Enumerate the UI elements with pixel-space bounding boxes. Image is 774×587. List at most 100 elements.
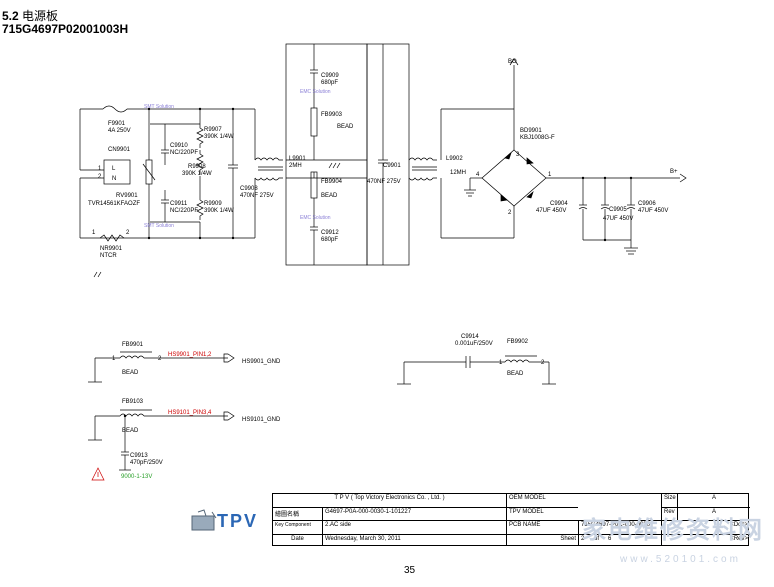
- page-number: 35: [404, 565, 416, 576]
- net-hs9101-pin: HS9101_PIN3,4: [168, 410, 212, 416]
- fb9902-ref: FB9902: [507, 339, 529, 345]
- r9908-value: 390K 1/4W: [182, 171, 212, 177]
- bd9901-ref: BD9901: [520, 128, 542, 134]
- part-number: 715G4697P02001003H: [2, 22, 129, 36]
- tb-date-label: Date: [273, 534, 322, 546]
- tb-sheet-value: 2: [578, 534, 592, 546]
- l9902-ref: L9902: [446, 156, 463, 162]
- bd-pin1: 1: [548, 172, 552, 178]
- rv9901-ref: RV9901: [116, 193, 138, 199]
- section-heading: 5.2 电源板: [2, 7, 58, 24]
- tb-rev-value: A: [677, 507, 750, 520]
- fb9903-value: BEAD: [337, 124, 354, 130]
- cn9901-pin2: 2: [98, 174, 102, 180]
- tb-oem-model-label: OEM MODEL: [506, 494, 578, 507]
- r9908-ref: R9908: [188, 164, 206, 170]
- cn9901-ref: CN9901: [108, 147, 131, 153]
- fb9103-ref: FB9103: [122, 399, 144, 405]
- bd-pin4: 4: [476, 172, 480, 178]
- r9907-value: 390K 1/4W: [204, 134, 234, 140]
- watermark-text: 家电维修资料网: [582, 517, 764, 544]
- tb-rev-placeholder: <Rev>: [661, 534, 750, 546]
- fb9901-pin2: 2: [158, 356, 162, 362]
- fb9902-value: BEAD: [507, 371, 524, 377]
- fb9904-ref: FB9904: [321, 179, 343, 185]
- tb-company: T P V ( Top Victory Electronics Co. , Lt…: [334, 495, 445, 501]
- emc-note-top: EMC Solution: [300, 89, 331, 95]
- tpv-logo-text: TPV: [217, 511, 259, 531]
- fb9901-value: BEAD: [122, 370, 139, 376]
- tb-size-value: A: [677, 494, 750, 507]
- tb-sheet-total: 6: [606, 534, 661, 546]
- nr9901-pin2: 2: [126, 230, 130, 236]
- c9909-value: 680pF: [321, 80, 338, 86]
- section-number: 5.2: [2, 9, 19, 23]
- watermark-url: www.520101.com: [620, 554, 741, 565]
- fb9903-ref: FB9903: [321, 112, 343, 118]
- c9911-ref: C9911: [170, 201, 188, 207]
- tb-sheet-label: Sheet: [506, 534, 578, 546]
- c9908-value: 470NF 275V: [240, 193, 274, 199]
- tb-sheet-of: of: [592, 534, 606, 546]
- c9912-value: 680pF: [321, 237, 338, 243]
- l9902-value: 12MH: [450, 170, 466, 176]
- nr9901-pin1: 1: [92, 230, 96, 236]
- tb-pcb-name-label: PCB NAME: [506, 520, 578, 534]
- c9910-value: NC/220PF: [170, 150, 198, 156]
- fb9103-value: BEAD: [122, 428, 139, 434]
- net-bplus: B+: [670, 169, 678, 175]
- tb-key-component-value: 2.AC side: [322, 520, 506, 534]
- fb9901-ref: FB9901: [122, 342, 144, 348]
- net-hs9901-gnd: HS9901_GND: [242, 359, 281, 365]
- net-hs9101-gnd: HS9101_GND: [242, 417, 281, 423]
- tb-drawing-label: 繪圖名稱: [273, 507, 322, 520]
- bd9901-value: KBJ1008G-F: [520, 135, 555, 141]
- c9905-value: 47UF 450V: [603, 216, 633, 222]
- tb-pcb-name-value: 715G4697-P0C-000-0030: [578, 520, 661, 534]
- f9901-value: 4A 250V: [108, 128, 131, 134]
- c9904-value: 47UF 450V: [536, 208, 566, 214]
- c9909-ref: C9909: [321, 73, 339, 79]
- c9905-ref: C9905: [609, 207, 627, 213]
- green-note: 9000-1-13V: [121, 474, 152, 480]
- bd-pin2: 2: [508, 210, 512, 216]
- r9907-ref: R9907: [204, 127, 222, 133]
- title-block: T P V ( Top Victory Electronics Co. , Lt…: [272, 493, 750, 546]
- r9909-value: 390K 1/4W: [204, 208, 234, 214]
- cn9901-l: L: [112, 166, 116, 172]
- c9906-ref: C9906: [638, 201, 656, 207]
- c9913-ref: C9913: [130, 453, 148, 459]
- f9901-ref: F9901: [108, 121, 126, 127]
- fb9902-pin2: 2: [541, 360, 545, 366]
- c9914-value: 0.001uF/250V: [455, 341, 493, 347]
- c9906-value: 47UF 450V: [638, 208, 668, 214]
- cn9901-pin1: 1: [98, 166, 102, 172]
- net-bo: BO: [508, 59, 517, 65]
- tb-drawing-value: G4697-P0A-000-0030-1-101227: [322, 507, 506, 520]
- nr9901-value: NTCR: [100, 253, 117, 259]
- bd-pin3: 3: [516, 152, 520, 158]
- c9910-ref: C9910: [170, 143, 188, 149]
- c9911-value: NC/220PF: [170, 208, 198, 214]
- tb-rev-label: Rev: [661, 507, 677, 520]
- tpv-logo: [190, 508, 272, 538]
- fb9904-value: BEAD: [321, 193, 338, 199]
- nr9901-ref: NR9901: [100, 246, 123, 252]
- l9901-value: 2MH: [289, 163, 302, 169]
- tb-key-component-label: Key Component: [273, 520, 322, 534]
- smt-note-bottom: SMT Solution: [144, 223, 174, 229]
- tb-size-label: Size: [661, 494, 677, 507]
- c9901-value: 470NF 275V: [367, 179, 401, 185]
- c9908-ref: C9908: [240, 186, 258, 192]
- c9901-ref: C9901: [383, 163, 401, 169]
- rv9901-value: TVR14561KFAOZF: [88, 201, 140, 207]
- tb-date-value: Wednesday, March 30, 2011: [322, 534, 506, 546]
- tb-doc-placeholder: <Doc>: [661, 520, 750, 534]
- c9914-ref: C9914: [461, 334, 479, 340]
- c9904-ref: C9904: [550, 201, 568, 207]
- l9901-ref: L9901: [289, 156, 306, 162]
- c9913-value: 470pF/250V: [130, 460, 163, 466]
- fb9901-pin1: 1: [112, 356, 116, 362]
- r9909-ref: R9909: [204, 201, 222, 207]
